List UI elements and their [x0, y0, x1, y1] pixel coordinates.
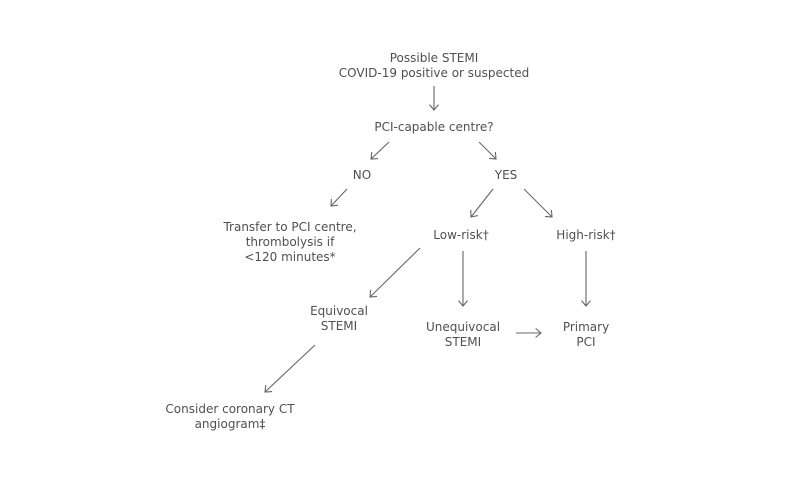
arrow-shaft	[369, 247, 421, 298]
node-primary-pci-line-1: Primary	[562, 320, 610, 334]
arrow-head-icon	[544, 209, 553, 218]
arrow-shaft	[330, 188, 348, 207]
arrow-low-risk-to-equivocal	[369, 247, 421, 298]
node-high-risk-label: High-risk†	[556, 228, 616, 242]
arrow-pci-question-to-yes	[478, 141, 497, 160]
node-equivocal-line-1: Equivocal	[310, 304, 368, 318]
node-unequivocal-line-2: STEMI	[444, 335, 482, 349]
arrow-head-icon	[370, 151, 379, 160]
arrow-shaft	[370, 141, 390, 160]
node-pci-question: PCI-capable centre?	[374, 120, 493, 135]
arrow-head-icon	[330, 198, 339, 207]
arrow-shaft	[478, 141, 497, 160]
node-pci-question-label: PCI-capable centre?	[374, 120, 494, 134]
arrow-head-icon	[264, 384, 273, 393]
arrow-unequivocal-to-primary-pci	[516, 328, 542, 338]
arrow-start-to-pci-question	[429, 86, 439, 111]
arrow-head-icon	[535, 328, 542, 338]
arrow-head-icon	[581, 300, 591, 307]
node-start-line-2: COVID-19 positive or suspected	[338, 66, 530, 80]
arrow-head-icon	[488, 151, 497, 160]
arrow-head-icon	[429, 104, 439, 111]
node-transfer-line-3: <120 minutes*	[244, 250, 336, 264]
node-ct-line-2: angiogram‡	[194, 417, 266, 431]
arrow-yes-to-low-risk	[470, 188, 494, 218]
arrow-shaft	[470, 188, 494, 218]
arrow-head-icon	[369, 289, 378, 298]
node-primary-pci: Primary PCI	[563, 320, 609, 350]
node-no: NO	[353, 168, 371, 183]
node-start: Possible STEMI COVID-19 positive or susp…	[339, 51, 529, 81]
node-low-risk: Low-risk†	[433, 228, 488, 243]
node-unequivocal: Unequivocal STEMI	[426, 320, 500, 350]
arrow-head-icon	[470, 209, 478, 218]
node-yes-label: YES	[494, 168, 518, 182]
arrow-pci-question-to-no	[370, 141, 390, 160]
arrow-shaft	[523, 188, 553, 218]
node-start-line-1: Possible STEMI	[389, 51, 479, 65]
node-yes: YES	[495, 168, 518, 183]
node-high-risk: High-risk†	[556, 228, 615, 243]
node-ct: Consider coronary CT angiogram‡	[165, 402, 294, 432]
node-ct-line-1: Consider coronary CT	[165, 402, 295, 416]
node-transfer-line-1: Transfer to PCI centre,	[223, 220, 357, 234]
node-primary-pci-line-2: PCI	[576, 335, 596, 349]
arrow-no-to-transfer	[330, 188, 348, 207]
node-transfer: Transfer to PCI centre, thrombolysis if …	[223, 220, 356, 265]
node-equivocal-line-2: STEMI	[320, 319, 358, 333]
node-low-risk-label: Low-risk†	[433, 228, 489, 242]
node-no-label: NO	[352, 168, 372, 182]
arrow-equivocal-to-ct	[264, 344, 316, 393]
arrow-yes-to-high-risk	[523, 188, 553, 218]
node-transfer-line-2: thrombolysis if	[245, 235, 335, 249]
node-equivocal: Equivocal STEMI	[310, 304, 368, 334]
arrow-high-risk-to-primary-pci	[581, 251, 591, 307]
node-unequivocal-line-1: Unequivocal	[425, 320, 501, 334]
arrow-low-risk-to-unequivocal	[458, 251, 468, 307]
arrow-shaft	[264, 344, 316, 393]
arrow-head-icon	[458, 300, 468, 307]
